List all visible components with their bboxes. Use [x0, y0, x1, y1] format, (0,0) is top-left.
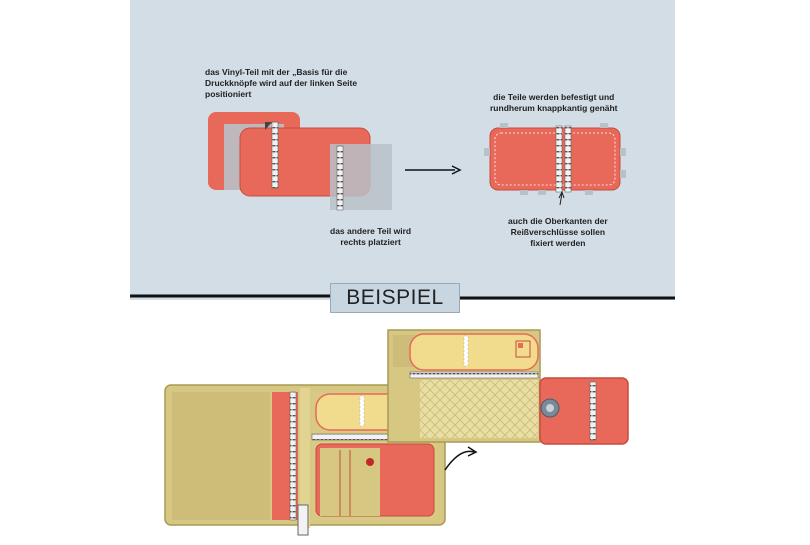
curved-arrow-icon — [444, 446, 478, 471]
example-wallet-inner — [387, 329, 629, 445]
instruction-panel — [130, 0, 675, 300]
arrow-right-icon — [405, 165, 462, 175]
label-zipper-edges: auch die Oberkanten der Reißverschlüsse … — [508, 216, 608, 248]
label-attached: die Teile werden befestigt und rundherum… — [490, 92, 618, 113]
example-banner: BEISPIEL — [330, 283, 460, 313]
zipper-icon — [271, 121, 279, 189]
snap-button-icon — [366, 458, 374, 466]
pieces-attached — [484, 123, 626, 206]
example-wallet-open — [164, 384, 446, 536]
pieces-before — [208, 112, 392, 211]
label-vinyl-left: das Vinyl-Teil mit der „Basis für die Dr… — [205, 67, 358, 99]
label-other-right: das andere Teil wird rechts platziert — [330, 226, 412, 247]
